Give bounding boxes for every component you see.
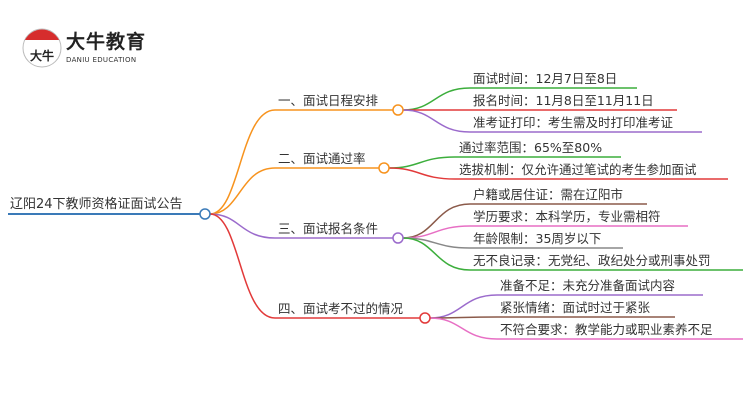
branch-3-label: 三、面试报名条件 bbox=[278, 221, 379, 236]
root-node: 辽阳24下教师资格证面试公告 bbox=[10, 197, 183, 212]
leaf-item: 年龄限制：35周岁以下 bbox=[473, 231, 602, 246]
leaf-item: 紧张情绪：面试时过于紧张 bbox=[500, 300, 651, 315]
leaf-item: 准备不足：未充分准备面试内容 bbox=[500, 278, 676, 293]
leaf-item: 报名时间：11月8日至11月11日 bbox=[473, 93, 654, 108]
logo-mark-icon: 大牛 bbox=[22, 28, 62, 68]
root-node-circle bbox=[199, 208, 211, 220]
branch-2-circle bbox=[378, 162, 390, 174]
leaf-item: 学历要求：本科学历，专业需相符 bbox=[473, 209, 661, 224]
branch-1-circle bbox=[392, 104, 404, 116]
branch-1-label: 一、面试日程安排 bbox=[278, 93, 379, 108]
leaf-item: 无不良记录：无党纪、政纪处分或刑事处罚 bbox=[473, 253, 711, 268]
leaf-item: 准考证打印：考生需及时打印准考证 bbox=[473, 115, 674, 130]
branch-2-label: 二、面试通过率 bbox=[278, 151, 366, 166]
logo-mark-text: 大牛 bbox=[30, 48, 54, 63]
leaf-item: 通过率范围：65%至80% bbox=[459, 140, 603, 155]
branch-3-circle bbox=[392, 232, 404, 244]
logo-name: 大牛教育 bbox=[66, 31, 147, 53]
leaf-item: 选拔机制：仅允许通过笔试的考生参加面试 bbox=[459, 162, 697, 177]
leaf-item: 不符合要求：教学能力或职业素养不足 bbox=[500, 322, 713, 337]
branch-4-label: 四、面试考不过的情况 bbox=[278, 301, 404, 316]
leaf-item: 面试时间：12月7日至8日 bbox=[473, 71, 618, 86]
leaf-item: 户籍或居住证：需在辽阳市 bbox=[473, 187, 624, 202]
logo-subtitle: DANIU EDUCATION bbox=[66, 56, 137, 64]
branch-4-circle bbox=[419, 312, 431, 324]
